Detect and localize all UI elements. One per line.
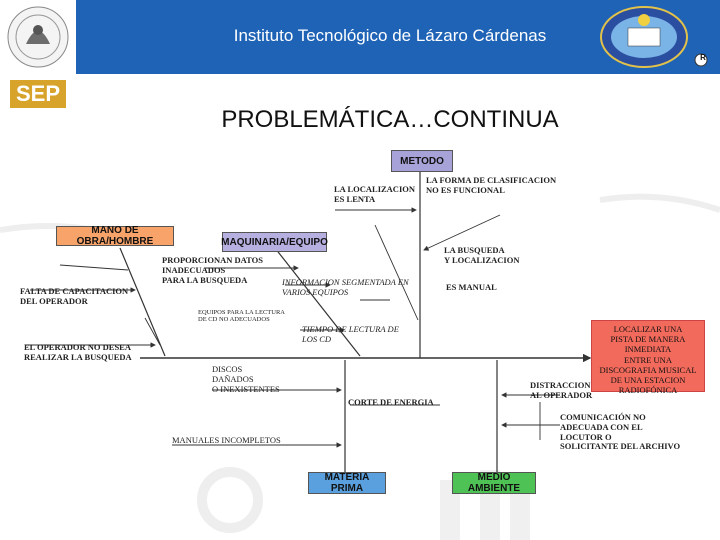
- bone-maquinaria: [274, 247, 361, 357]
- sep-logo-text: SEP: [10, 80, 66, 108]
- registered-mark: R: [700, 53, 706, 62]
- institute-crest-icon: [600, 6, 708, 68]
- cause-tiempo-lectura: TIEMPO DE LECTURA DE LOS CD: [302, 324, 399, 344]
- cause-corte-energia: CORTE DE ENERGIA: [348, 397, 434, 407]
- eagle-seal-icon: [7, 6, 69, 68]
- effect-box: LOCALIZAR UNA PISTA DE MANERA INMEDIATA …: [591, 320, 705, 395]
- cause-busqueda-localizacion: LA BUSQUEDA Y LOCALIZACION: [444, 245, 520, 265]
- category-maquinaria: MAQUINARIA/EQUIPO: [221, 232, 328, 252]
- bone-mano: [119, 247, 166, 357]
- cause-clasificacion-no-funcional: LA FORMA DE CLASIFICACION NO ES FUNCIONA…: [426, 175, 557, 195]
- mexico-seal-logo: [0, 0, 76, 74]
- cause-comunicacion-no-adecuada: COMUNICACIÓN NO ADECUADA CON EL LOCUTOR …: [560, 412, 681, 452]
- institution-title: Instituto Tecnológico de Lázaro Cárdenas: [233, 26, 547, 45]
- category-materia-prima: MATERIA PRIMA: [308, 472, 386, 494]
- cause-manuales-incompletos: MANUALES INCOMPLETOS: [172, 435, 281, 445]
- category-mano-de-obra: MANO DE OBRA/HOMBRE: [56, 225, 174, 247]
- cause-equipos-lectura: EQUIPOS PARA LA LECTURA DE CD NO ADECUAD…: [198, 309, 285, 324]
- category-metodo: METODO: [391, 150, 453, 172]
- cause-falta-capacitacion: FALTA DE CAPACITACION DEL OPERADOR: [20, 286, 129, 306]
- category-medio-ambiente: MEDIO AMBIENTE: [452, 472, 536, 494]
- cause-discos-danados: DISCOS DAÑADOS O INEXISTENTES: [212, 364, 280, 394]
- slide-title: PROBLEMÁTICA…CONTINUA: [221, 106, 559, 133]
- cause-informacion-segmentada: INFORMACION SEGMENTADA EN VARIOS EQUIPOS: [282, 277, 409, 297]
- cause-datos-inadecuados: PROPORCIONAN DATOS INADECUADOS PARA LA B…: [162, 255, 263, 285]
- cause-localizacion-lenta: LA LOCALIZACION ES LENTA: [334, 184, 416, 204]
- cause-es-manual: ES MANUAL: [446, 282, 497, 292]
- cause-distraccion-operador: DISTRACCION AL OPERADOR: [530, 380, 593, 400]
- cause-operador-no-desea: EL OPERADOR NO DESEA REALIZAR LA BUSQUED…: [24, 342, 132, 362]
